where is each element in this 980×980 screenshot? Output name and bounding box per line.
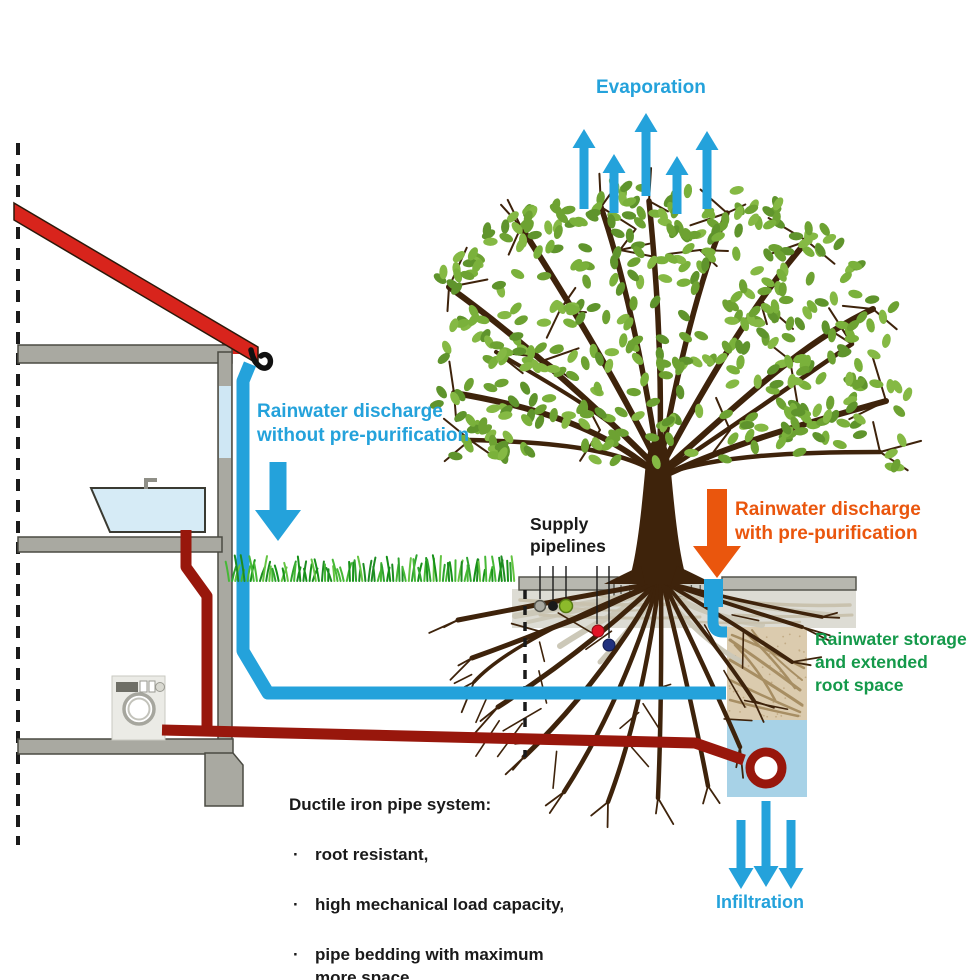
bullet-icon: · (293, 895, 299, 914)
pipe-cross-section-ring (745, 747, 787, 789)
blue-pipe-dot (602, 638, 616, 652)
roof (13, 201, 259, 366)
pipe-note-bullet: root resistant, (315, 845, 429, 864)
trunk-flare-left (604, 566, 645, 584)
flow-arrows (255, 462, 741, 578)
inlet-drop-pipe (707, 602, 727, 638)
supply-pipelines-label: Supply pipelines (530, 514, 606, 556)
pavement-right (721, 576, 857, 591)
evaporation-up-arrows-icon (572, 113, 719, 214)
discharge-without-purification-label: Rainwater discharge without pre-purifica… (257, 401, 470, 446)
list-item: · high mechanical load capacity, (289, 893, 589, 916)
attic-floor-slab (17, 344, 233, 364)
bullet-icon: · (293, 945, 299, 964)
pipe-note-bullet: pipe bedding with maximum more space (315, 945, 544, 980)
list-item: · root resistant, (289, 843, 589, 866)
sink-drain-pipe (180, 530, 213, 733)
trunk-flare-right (671, 566, 714, 584)
leader-lines (539, 566, 610, 638)
infiltration-down-arrows-icon (728, 801, 804, 889)
ductile-iron-pipe-note: Ductile iron pipe system: · root resista… (289, 770, 589, 980)
middle-floor-slab (17, 536, 223, 553)
house-cross-section (13, 201, 274, 807)
rainwater-storage-label: Rainwater storage and extended root spac… (815, 629, 967, 695)
pipe-note-title: Ductile iron pipe system: (289, 795, 492, 814)
evaporation-label: Evaporation (596, 77, 706, 98)
tree-trunk (628, 440, 688, 584)
infiltration-label: Infiltration (716, 892, 804, 912)
street-inlet (704, 579, 723, 607)
ductile-iron-pipe (161, 724, 746, 766)
gray-pipe-dot (533, 599, 547, 613)
gutter-hook-icon (248, 347, 274, 371)
list-item: · pipe bedding with maximum more space (289, 943, 589, 980)
pipe-note-bullet: high mechanical load capacity, (315, 895, 565, 914)
window (219, 386, 231, 458)
rainwater-downspout-pipe (236, 361, 726, 700)
faucet-icon (144, 478, 157, 489)
green-pipe-dot (558, 598, 574, 614)
washing-machine (111, 675, 166, 741)
grass-strip (224, 554, 516, 582)
foundation-footing (204, 752, 244, 807)
tree-foliage (429, 177, 913, 473)
sink (89, 487, 206, 533)
black-pipe-dot (548, 601, 558, 611)
supply-pipeline-markers (533, 566, 616, 652)
basement-floor-slab (17, 738, 234, 755)
bullet-icon: · (293, 845, 299, 864)
discharge-with-purification-label: Rainwater discharge with pre-purificatio… (735, 499, 921, 544)
pavement-left (518, 576, 619, 591)
red-pipe-dot (591, 624, 605, 638)
